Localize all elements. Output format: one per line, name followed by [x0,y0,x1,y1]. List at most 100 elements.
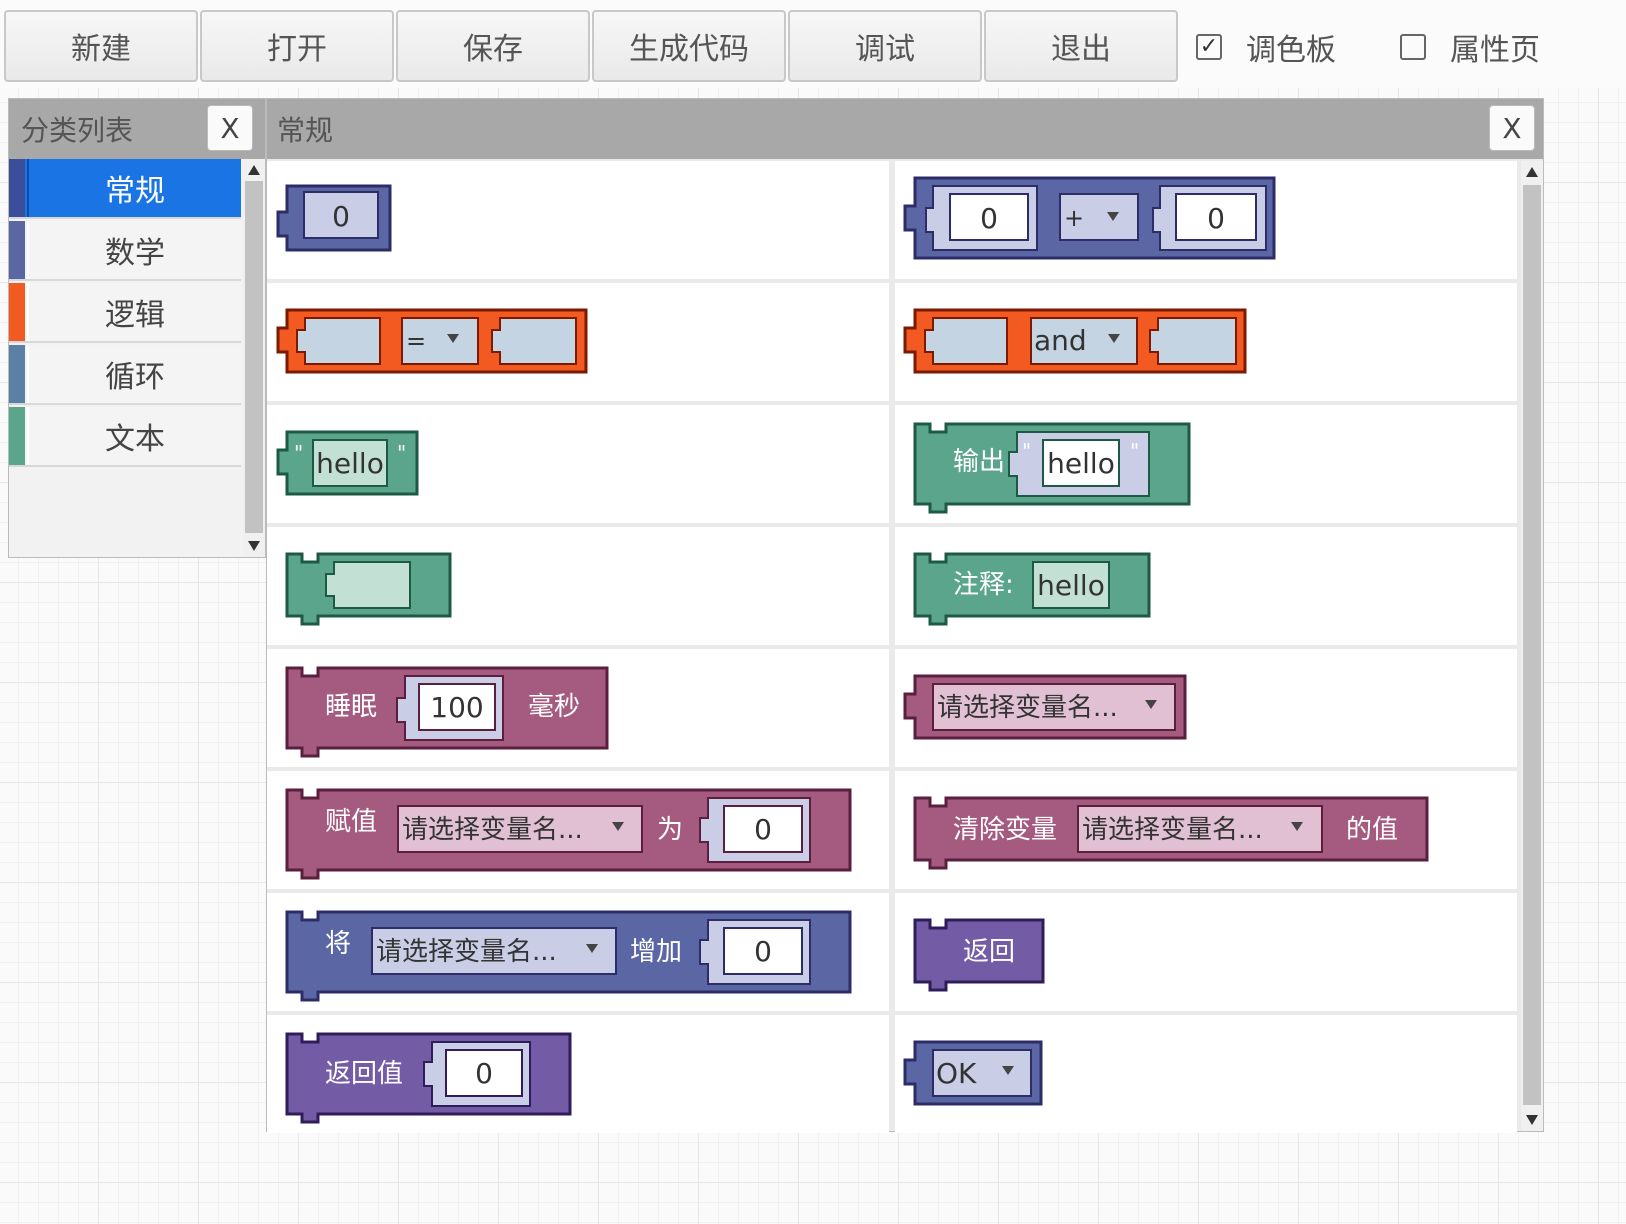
increment-variable-dropdown[interactable] [371,927,617,975]
boolean-dropdown[interactable] [932,1049,1032,1097]
return-value-value: 0 [475,1057,493,1090]
compare-operator-dropdown[interactable] [401,317,479,365]
category-close-button[interactable]: X [207,105,253,151]
scroll-down-icon[interactable] [1526,1115,1538,1125]
scroll-down-icon[interactable] [248,541,260,551]
variable-dropdown[interactable] [932,683,1176,731]
scroll-up-icon[interactable] [248,165,260,175]
assign-value: 0 [754,813,772,846]
category-panel: 分类列表 X 常规 数学 逻辑 循环 文本 [8,98,266,558]
clear-variable-dropdown[interactable] [1077,805,1323,853]
increment-block[interactable]: 将 请选择变量名... 增加 0 [285,910,852,1002]
variable-get-block[interactable]: 请选择变量名... [903,674,1187,740]
comment-label: 注释: [953,570,1014,600]
increment-value-field[interactable] [723,927,803,975]
logic-right-slot[interactable] [1149,317,1237,365]
empty-input-slot[interactable] [325,561,411,609]
logic-block[interactable]: and [903,308,1247,374]
comment-value: hello [1037,569,1105,602]
scroll-up-icon[interactable] [1526,167,1538,177]
palette-panel-header: 常规 X [267,99,1543,159]
boolean-block[interactable]: OK [903,1040,1043,1106]
palette-checkbox[interactable]: ✓ [1196,34,1222,60]
dropdown-arrow-icon [1002,1066,1014,1075]
return-value-field[interactable] [445,1049,523,1097]
compare-left-slot[interactable] [296,317,381,365]
palette-scrollbar-thumb[interactable] [1523,185,1541,1105]
logic-operator-value: and [1034,324,1087,357]
category-scrollbar-thumb[interactable] [245,181,263,533]
sleep-block[interactable]: 睡眠 100 毫秒 [285,666,609,758]
category-item-general[interactable]: 常规 [9,159,241,219]
properties-toggle-label: 属性页 [1450,33,1540,68]
comment-block[interactable]: 注释: hello [913,552,1151,626]
category-item-logic[interactable]: 逻辑 [9,283,241,343]
palette-close-button[interactable]: X [1489,105,1535,151]
category-panel-title: 分类列表 [21,114,134,147]
assign-variable-dropdown[interactable] [397,805,643,853]
clear-variable-block[interactable]: 清除变量 请选择变量名... 的值 [913,796,1429,870]
dropdown-arrow-icon [1108,334,1120,343]
logic-left-slot[interactable] [924,317,1008,365]
compare-right-slot[interactable] [491,317,577,365]
text-value: hello [316,447,384,480]
print-block[interactable]: 输出 " hello " [913,422,1191,514]
right-operand-value: 0 [1207,202,1225,235]
text-wrapper-block[interactable] [285,552,452,626]
increment-label: 将 [325,929,351,959]
sleep-label: 睡眠 [325,692,377,722]
compare-operator-value: = [406,327,426,355]
category-item-loops[interactable]: 循环 [9,345,241,405]
category-panel-header: 分类列表 X [9,99,265,159]
exit-button[interactable]: 退出 [984,10,1178,82]
palette-scrollbar[interactable] [1521,161,1543,1131]
sleep-duration-field[interactable] [418,683,496,731]
close-quote: " [397,441,406,465]
return-label: 返回 [963,937,1015,967]
properties-checkbox[interactable] [1400,34,1426,60]
category-item-label: 文本 [27,407,241,465]
properties-toggle[interactable]: 属性页 [1400,14,1540,80]
return-block[interactable]: 返回 [913,918,1045,992]
assign-block[interactable]: 赋值 请选择变量名... 为 0 [285,788,852,880]
debug-button[interactable]: 调试 [788,10,982,82]
category-item-text[interactable]: 文本 [9,407,241,467]
open-button[interactable]: 打开 [200,10,394,82]
assign-value-field[interactable] [723,805,803,853]
number-block[interactable]: 0 [276,184,392,252]
operator-dropdown[interactable] [1059,193,1139,241]
text-block[interactable]: " hello " [276,430,419,496]
generate-code-button[interactable]: 生成代码 [592,10,786,82]
left-operand-field[interactable] [949,193,1029,241]
category-color-stripe [9,283,25,341]
category-color-stripe [9,345,25,403]
category-item-math[interactable]: 数学 [9,221,241,281]
arithmetic-block[interactable]: 0 + 0 [903,176,1276,260]
text-field[interactable] [312,439,388,487]
return-value-block[interactable]: 返回值 0 [285,1032,572,1124]
checkmark-icon: ✓ [1199,34,1219,59]
boolean-value: OK [936,1057,977,1090]
category-item-label: 数学 [27,221,241,279]
print-text-field[interactable] [1042,439,1120,487]
sleep-duration-value: 100 [430,691,483,724]
category-scrollbar[interactable] [243,159,265,557]
increment-action-label: 增加 [630,937,682,967]
palette-toggle[interactable]: ✓ 调色板 [1196,14,1336,80]
right-operand-field[interactable] [1175,193,1257,241]
assign-label: 赋值 [325,807,377,837]
print-label: 输出 [953,447,1005,477]
clear-variable-label: 清除变量 [953,815,1057,845]
compare-block[interactable]: = [276,308,588,374]
new-button[interactable]: 新建 [4,10,198,82]
dropdown-arrow-icon [586,944,598,953]
logic-operator-dropdown[interactable] [1030,317,1138,365]
variable-dropdown-value: 请选择变量名... [937,693,1118,723]
print-text-value: hello [1047,447,1115,480]
number-field[interactable] [303,191,379,239]
toolbar: 新建 打开 保存 生成代码 调试 退出 ✓ 调色板 属性页 [0,0,1626,88]
clear-variable-value: 请选择变量名... [1082,815,1263,845]
save-button[interactable]: 保存 [396,10,590,82]
comment-field[interactable] [1032,561,1110,609]
